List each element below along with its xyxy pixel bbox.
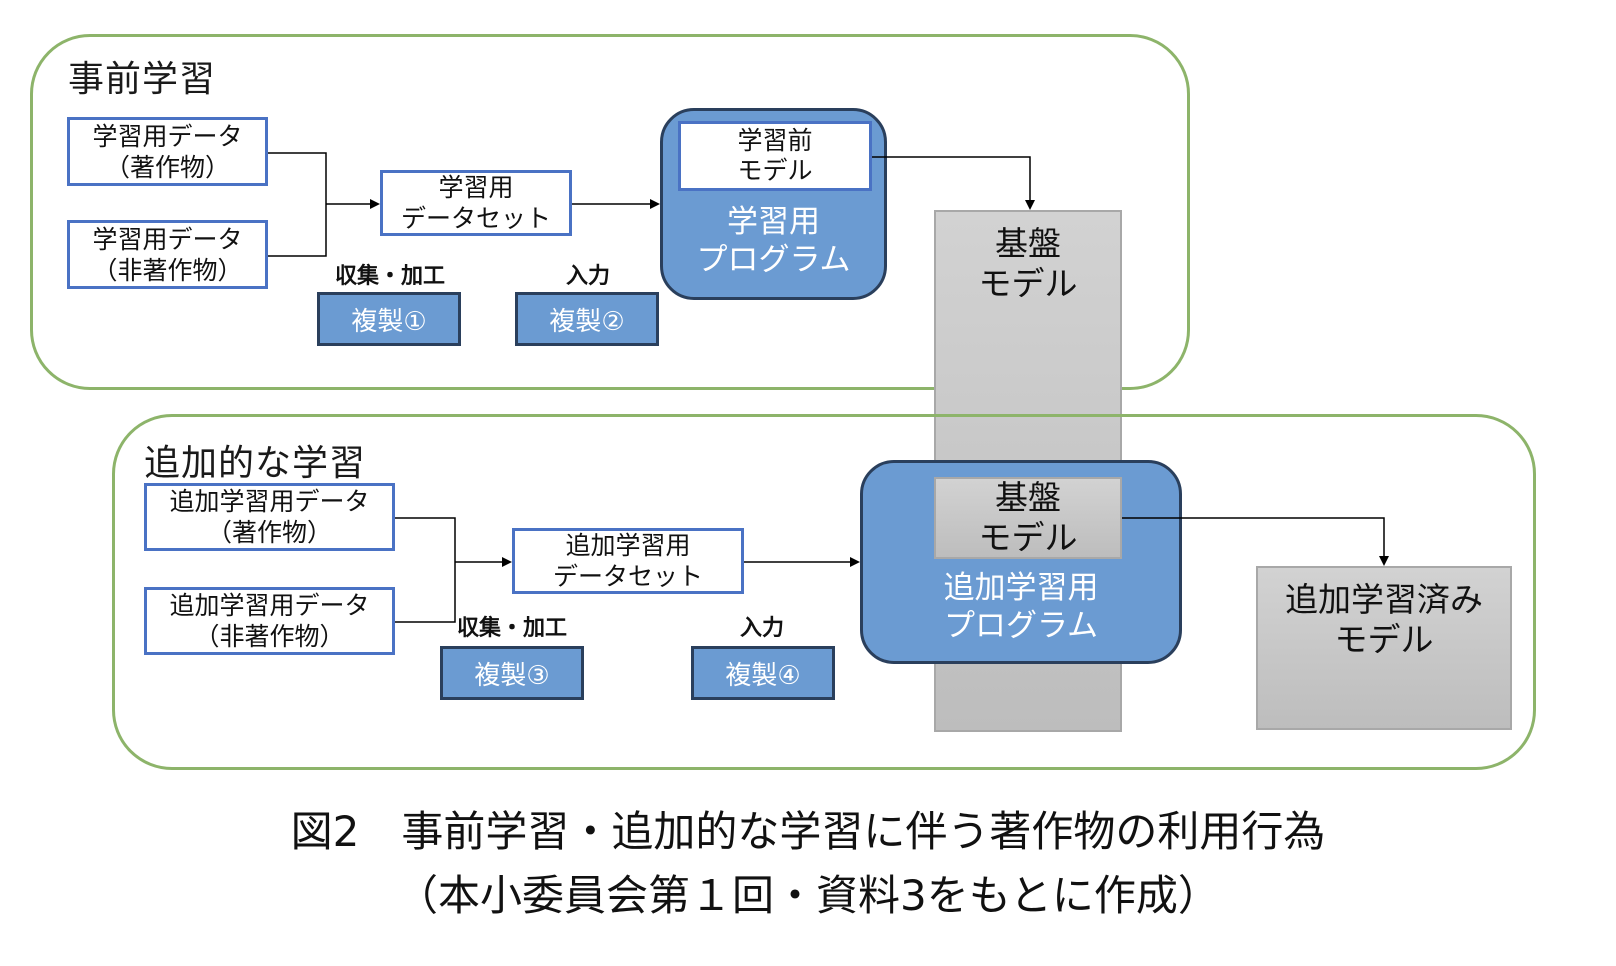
additionally-trained-model [1256, 566, 1512, 730]
additional-group [112, 414, 1536, 770]
training-data-noncopyrighted: 学習用データ （非著作物） [67, 220, 268, 289]
inner-foundation-model [934, 477, 1122, 559]
reproduction-3: 複製③ [440, 646, 584, 700]
additional-program-label: 追加学習用 プログラム [943, 570, 1099, 644]
additional-data-noncopyrighted: 追加学習用データ （非著作物） [144, 587, 395, 655]
figure-caption-line1: 図2 事前学習・追加的な学習に伴う著作物の利用行為 [290, 807, 1326, 856]
training-data-copyrighted: 学習用データ （著作物） [67, 117, 268, 186]
reproduction-4: 複製④ [691, 646, 835, 700]
input-label: 入力 [565, 264, 610, 289]
pre-training-model: 学習前 モデル [678, 121, 872, 191]
collect-process-label: 収集・加工 [334, 264, 445, 289]
reproduction-1: 複製① [317, 292, 461, 346]
reproduction-2: 複製② [515, 292, 659, 346]
additional-dataset: 追加学習用 データセット [512, 528, 744, 594]
training-program-label: 学習用 プログラム [696, 204, 851, 278]
additional-input-label: 入力 [739, 616, 784, 641]
additional-data-copyrighted: 追加学習用データ （著作物） [144, 483, 395, 551]
additional-collect-process-label: 収集・加工 [456, 616, 567, 641]
figure-caption-line2: （本小委員会第１回・資料3をもとに作成） [396, 871, 1220, 920]
inner-foundation-model-label: 基盤 モデル [978, 478, 1078, 557]
additional-title: 追加的な学習 [144, 443, 367, 484]
additionally-trained-model-label: 追加学習済み モデル [1285, 580, 1483, 659]
pretraining-title: 事前学習 [68, 59, 217, 100]
training-dataset: 学習用 データセット [380, 170, 572, 236]
foundation-model-label: 基盤 モデル [978, 224, 1078, 303]
